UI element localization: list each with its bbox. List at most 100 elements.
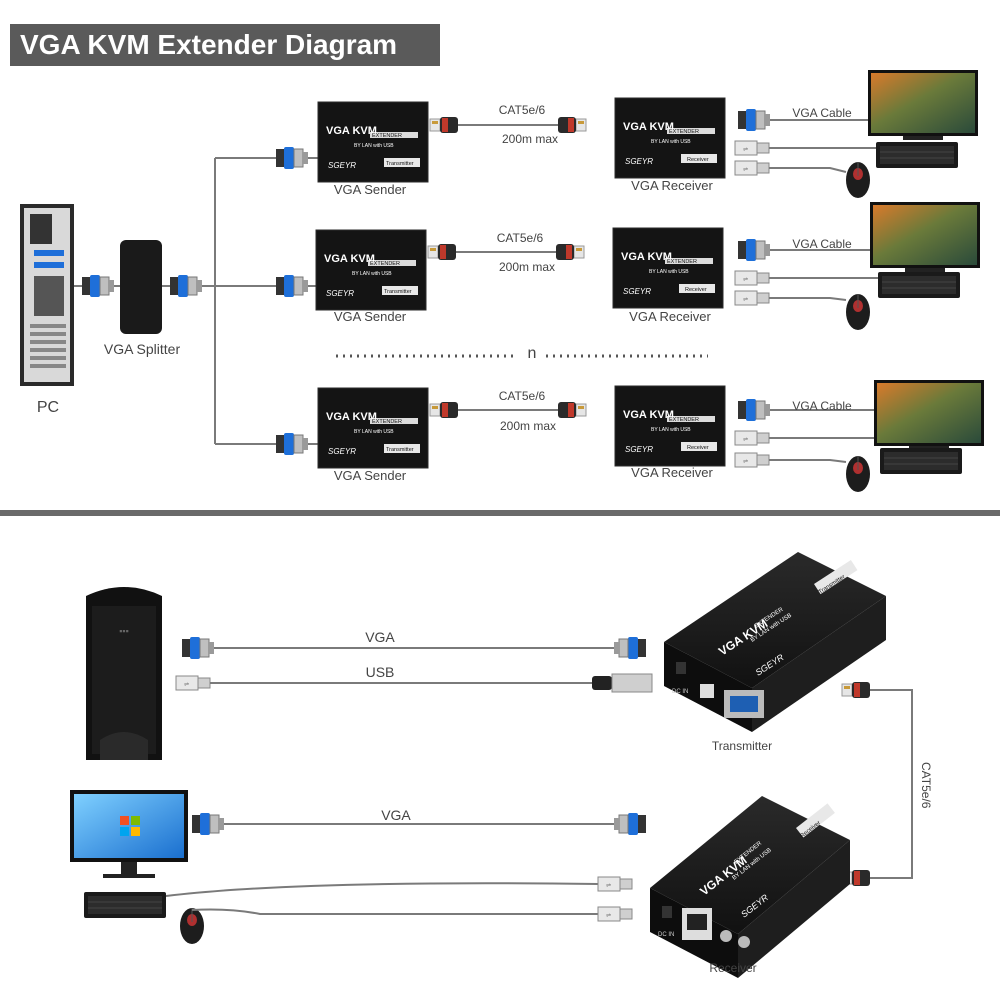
receiver-label: VGA Receiver [629,309,711,324]
keyboard-icon [875,141,959,169]
receiver-label: VGA Receiver [631,178,713,193]
rj45-connector-icon [427,243,457,261]
receiver-box: VGA KVM EXTENDER BY LAN with USB SGEYR R… [650,796,850,978]
device-tag: Transmitter [384,289,412,295]
vga-connector-icon [275,274,309,298]
usb-plug-icon [734,270,770,286]
usb-plug-icon [734,140,770,156]
device-subtitle: BY LAN with USB [354,143,394,149]
dc-in-label: DC IN [658,932,674,938]
monitor-windows [70,790,188,878]
vga-receiver-box: VGA KVM EXTENDER BY LAN with USB SGEYR R… [612,227,724,309]
monitor-icon [870,202,980,272]
cable-type-label: CAT5e/6 [499,389,546,403]
vga-connector-icon [737,398,771,422]
display-cable-label: VGA Cable [792,237,852,251]
transmitter-label: Transmitter [712,739,772,753]
usb-plug-icon [734,290,770,306]
vga-connector-icon [613,812,647,836]
section-divider [0,510,1000,516]
device-tag: Receiver [687,157,709,163]
cable-type-label: CAT5e/6 [499,103,546,117]
windows-logo-icon [120,816,140,836]
rj45-connector-icon [841,681,871,699]
usb-plug-icon [734,430,770,446]
diagram-title: VGA KVM Extender Diagram [20,29,398,60]
vga-connector-icon [275,146,309,170]
vga-connector-icon [169,274,203,298]
device-subtitle: BY LAN with USB [354,429,394,435]
pc-tower [20,204,74,386]
sender-label: VGA Sender [334,182,407,197]
vga-sender-box: VGA KVM EXTENDER BY LAN with USB SGEYR T… [317,101,429,183]
usb-plug-icon [734,160,770,176]
device-title: VGA KVM [621,251,672,263]
cat-label: CAT5e/6 [919,762,933,809]
cable-type-label: CAT5e/6 [497,231,544,245]
vga-sender-box: VGA KVM EXTENDER BY LAN with USB SGEYR T… [315,229,427,311]
distance-label: 200m max [499,260,555,274]
device-extender: EXTENDER [669,417,699,423]
keyboard-usb-cable [165,882,599,897]
device-extender: EXTENDER [370,261,400,267]
vga-label-bottom: VGA [381,807,411,823]
dc-in-label: DC IN [672,689,688,695]
distance-label: 200m max [502,132,558,146]
sender-label: VGA Sender [334,468,407,483]
vga-connector-icon [191,812,225,836]
device-tag: Transmitter [386,447,414,453]
rj45-connector-icon [555,243,585,261]
usb-b-plug-icon [592,673,653,693]
vga-connector-icon [737,108,771,132]
vga-connector-icon [181,636,215,660]
device-brand: SGEYR [625,157,653,166]
vga-connector-icon [275,432,309,456]
device-subtitle: BY LAN with USB [651,139,691,145]
device-subtitle: BY LAN with USB [649,269,689,275]
svg-text:▪▪▪: ▪▪▪ [119,626,129,636]
display-cable-label: VGA Cable [792,399,852,413]
sender-label: VGA Sender [334,309,407,324]
receiver-label: VGA Receiver [631,465,713,480]
device-extender: EXTENDER [667,259,697,265]
vga-receiver-box: VGA KVM EXTENDER BY LAN with USB SGEYR R… [614,97,726,179]
device-tag: Receiver [687,445,709,451]
mouse-icon [845,455,871,493]
vga-sender-box: VGA KVM EXTENDER BY LAN with USB SGEYR T… [317,387,429,469]
device-tag: Receiver [685,287,707,293]
device-title: VGA KVM [324,253,375,265]
usb-label: USB [366,664,395,680]
rj45-connector-icon [429,401,459,419]
rj45-connector-icon [429,116,459,134]
vga-receiver-box: VGA KVM EXTENDER BY LAN with USB SGEYR R… [614,385,726,467]
extender-row-1: VGA KVM EXTENDER BY LAN with USB SGEYR T… [215,70,978,199]
device-title: VGA KVM [326,125,377,137]
vga-connector-icon [81,274,115,298]
device-title: VGA KVM [623,121,674,133]
device-title: VGA KVM [623,409,674,421]
mouse-icon [845,293,871,331]
usb-plug-icon [597,876,633,892]
device-title: VGA KVM [326,411,377,423]
device-subtitle: BY LAN with USB [352,271,392,277]
usb-plug-icon [734,452,770,468]
monitor-icon [868,70,978,140]
receiver-label: Receiver [709,961,756,975]
transmitter-box: VGA KVM EXTENDER BY LAN with USB SGEYR T… [664,552,886,732]
title-banner: VGA KVM Extender Diagram [10,24,440,66]
device-brand: SGEYR [328,161,356,170]
extender-row-3: VGA KVM EXTENDER BY LAN with USB SGEYR T… [215,380,984,493]
keyboard-icon [877,271,961,299]
device-tag: Transmitter [386,161,414,167]
rj45-connector-icon [557,401,587,419]
vga-connector-icon [613,636,647,660]
device-brand: SGEYR [625,445,653,454]
device-brand: SGEYR [328,447,356,456]
usb-plug-icon [597,906,633,922]
device-extender: EXTENDER [372,133,402,139]
device-extender: EXTENDER [372,419,402,425]
mouse-icon [845,161,871,199]
distance-label: 200m max [500,419,556,433]
